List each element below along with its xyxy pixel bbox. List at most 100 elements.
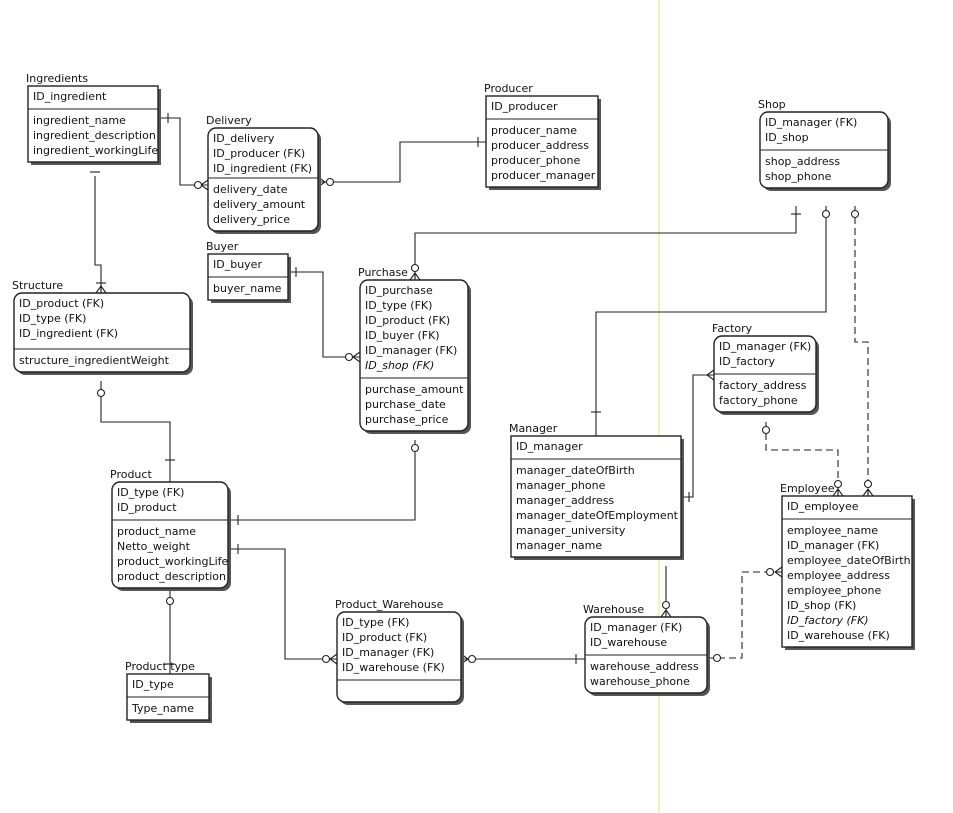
attribute: Netto_weight	[117, 540, 191, 553]
entity-title: Purchase	[358, 266, 408, 279]
attribute: manager_dateOfBirth	[516, 464, 635, 477]
entities-layer: IngredientsID_ingredientingredient_namei…	[12, 72, 915, 723]
key-attribute: ID_producer	[491, 100, 558, 113]
attribute: buyer_name	[213, 282, 282, 295]
attribute: employee_dateOfBirth	[787, 554, 911, 567]
attribute: employee_name	[787, 524, 878, 537]
many-mark	[95, 285, 107, 294]
many-mark	[409, 272, 421, 281]
key-attribute: ID_manager (FK)	[342, 646, 434, 659]
key-attribute: ID_type (FK)	[365, 299, 432, 312]
attribute: producer_phone	[491, 154, 580, 167]
many-mark	[774, 566, 783, 578]
key-attribute: ID_type (FK)	[342, 616, 409, 629]
attribute: producer_name	[491, 124, 577, 137]
entity-box	[27, 85, 159, 163]
zero-mark	[410, 443, 420, 453]
key-attribute: ID_product (FK)	[342, 631, 427, 644]
relationship-line	[228, 440, 416, 521]
many-mark	[832, 488, 844, 497]
key-attribute: ID_manager (FK)	[365, 344, 457, 357]
attribute: Type_name	[131, 702, 194, 715]
attribute: delivery_price	[213, 213, 290, 226]
attribute: product_workingLife	[117, 555, 228, 568]
attribute: manager_address	[516, 494, 614, 507]
attribute: ID_factory (FK)	[787, 614, 869, 627]
attribute: employee_address	[787, 569, 890, 582]
entity-box	[13, 292, 191, 373]
attribute: factory_address	[719, 379, 807, 392]
entity-ingredients: IngredientsID_ingredientingredient_namei…	[26, 72, 161, 165]
entity-title: Producer	[484, 82, 533, 95]
attribute: ingredient_name	[33, 114, 126, 127]
relationship-line	[288, 271, 360, 358]
key-attribute: ID_buyer	[213, 258, 262, 271]
relationship-line	[681, 374, 714, 498]
key-attribute: ID_purchase	[365, 284, 433, 297]
relationship-line	[228, 548, 337, 660]
relationship-line	[854, 206, 869, 496]
entity-box	[207, 127, 319, 232]
entity-title: Structure	[12, 279, 63, 292]
entity-title: Factory	[712, 322, 753, 335]
key-attribute: ID_shop (FK)	[365, 359, 434, 372]
attribute: producer_manager	[491, 169, 596, 182]
zero-mark	[165, 596, 175, 606]
key-attribute: ID_type (FK)	[117, 486, 184, 499]
attribute: manager_dateOfEmployment	[516, 509, 679, 522]
zero-mark	[761, 425, 771, 435]
entity-title: Delivery	[206, 114, 252, 127]
many-mark	[862, 488, 874, 497]
attribute: ID_manager (FK)	[787, 539, 879, 552]
key-attribute: ID_type (FK)	[19, 312, 86, 325]
key-attribute: ID_employee	[787, 500, 859, 513]
key-attribute: ID_product	[117, 501, 177, 514]
key-attribute: ID_ingredient (FK)	[213, 162, 312, 175]
zero-mark	[96, 388, 106, 398]
attribute: warehouse_phone	[590, 675, 690, 688]
zero-mark	[193, 180, 203, 190]
key-attribute: ID_producer (FK)	[213, 147, 305, 160]
attribute: purchase_price	[365, 413, 449, 426]
attribute: warehouse_address	[590, 660, 699, 673]
attribute: factory_phone	[719, 394, 798, 407]
key-attribute: ID_warehouse (FK)	[342, 661, 445, 674]
zero-mark	[467, 654, 477, 664]
key-attribute: ID_manager (FK)	[719, 340, 811, 353]
key-attribute: ID_manager (FK)	[590, 621, 682, 634]
zero-mark	[833, 479, 843, 489]
key-attribute: ID_ingredient (FK)	[19, 327, 118, 340]
relationship-line	[414, 206, 797, 280]
zero-mark	[765, 567, 775, 577]
entity-title: Product	[110, 468, 152, 481]
zero-mark	[850, 209, 860, 219]
key-attribute: ID_warehouse	[590, 636, 667, 649]
zero-mark	[863, 479, 873, 489]
attribute: ingredient_description	[33, 129, 156, 142]
relationship-line	[707, 571, 782, 659]
key-attribute: ID_type	[132, 678, 174, 691]
entity-title: Buyer	[206, 240, 239, 253]
entity-title: Product type	[125, 660, 195, 673]
entity-box	[510, 435, 682, 558]
zero-mark	[321, 654, 331, 664]
entity-title: Ingredients	[26, 72, 88, 85]
zero-mark	[821, 209, 831, 219]
relationship-line	[318, 141, 486, 183]
attribute: ID_warehouse (FK)	[787, 629, 890, 642]
key-attribute: ID_shop	[765, 131, 809, 144]
zero-mark	[712, 653, 722, 663]
attribute: producer_address	[491, 139, 589, 152]
relationship-lines	[90, 113, 874, 674]
entity-title: Employee	[780, 482, 835, 495]
relationship-line	[100, 381, 171, 482]
